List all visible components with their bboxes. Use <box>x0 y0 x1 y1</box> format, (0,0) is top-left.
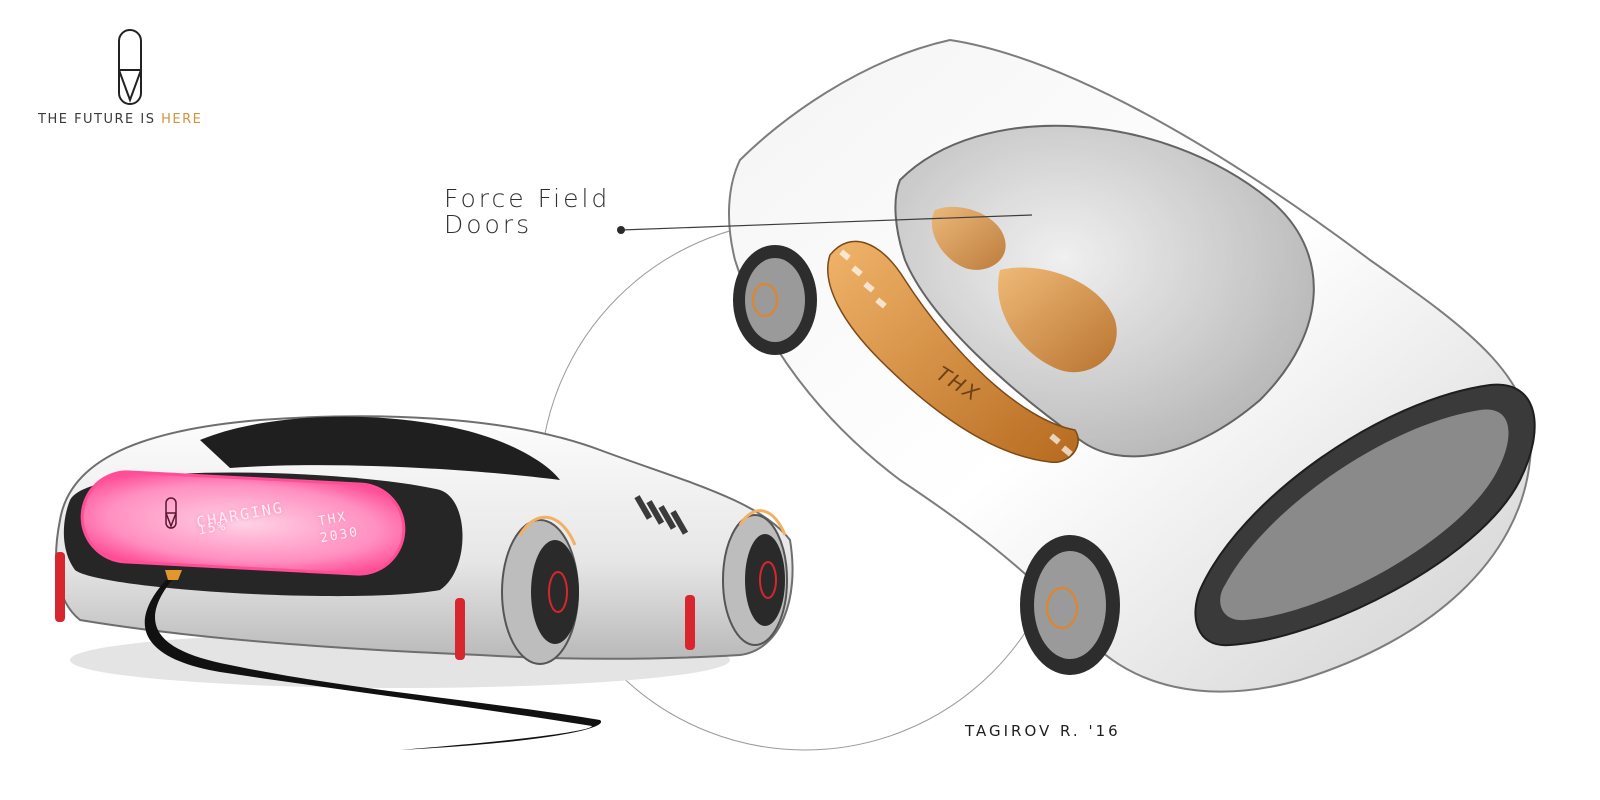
brand-tagline: THE FUTURE IS HERE <box>38 112 202 127</box>
callout-line-2: Doors <box>444 210 533 239</box>
force-field-callout: Force Field Doors <box>444 186 610 238</box>
tagline-accent: HERE <box>161 112 203 127</box>
rear-view-car <box>55 415 794 750</box>
callout-line-1: Force Field <box>444 184 611 213</box>
top-view-car <box>728 38 1536 693</box>
shield-monogram-icon <box>118 29 142 105</box>
tagline-main: THE FUTURE IS <box>38 112 162 127</box>
artist-signature: TAGIROV R. '16 <box>965 722 1121 740</box>
